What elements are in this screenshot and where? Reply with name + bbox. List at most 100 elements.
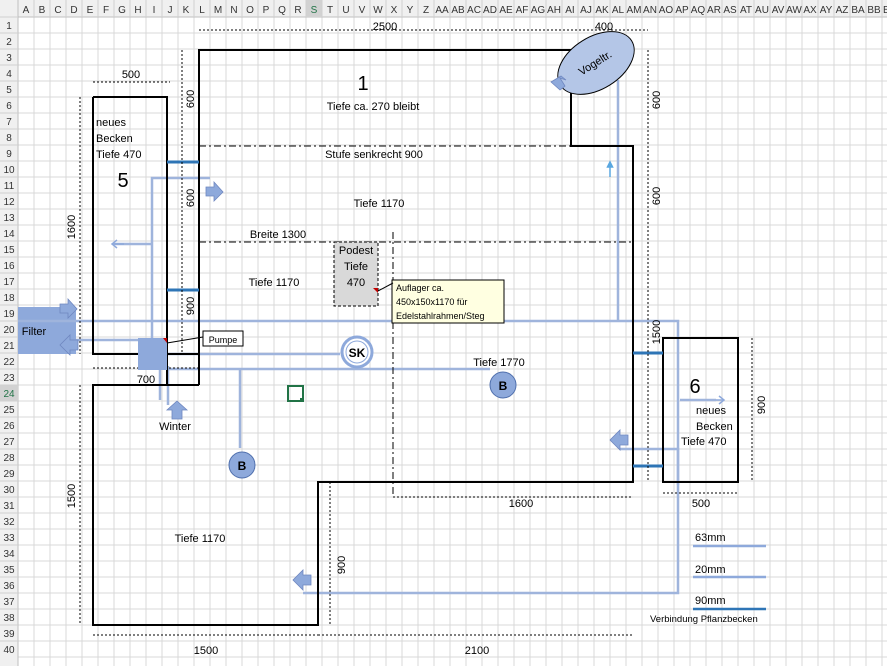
row-header-26[interactable]: 26 — [3, 421, 15, 432]
column-header-t[interactable]: T — [327, 5, 333, 16]
column-header-y[interactable]: Y — [407, 5, 414, 16]
selected-cell[interactable] — [287, 385, 304, 402]
column-header-q[interactable]: Q — [278, 5, 286, 16]
row-header-27[interactable]: 27 — [3, 437, 15, 448]
row-header-6[interactable]: 6 — [6, 101, 12, 112]
column-header-k[interactable]: K — [183, 5, 190, 16]
column-header-i[interactable]: I — [153, 5, 156, 16]
column-header-h[interactable]: H — [134, 5, 141, 16]
row-header-23[interactable]: 23 — [3, 373, 15, 384]
column-header-e[interactable]: E — [87, 5, 94, 16]
breite-1300: Breite 1300 — [250, 229, 306, 241]
column-header-ap[interactable]: AP — [675, 5, 689, 16]
row-header-33[interactable]: 33 — [3, 533, 15, 544]
column-header-au[interactable]: AU — [755, 5, 769, 16]
row-header-32[interactable]: 32 — [3, 517, 15, 528]
column-header-v[interactable]: V — [359, 5, 366, 16]
column-header-ar[interactable]: AR — [707, 5, 721, 16]
column-header-aw[interactable]: AW — [786, 5, 802, 16]
row-header-8[interactable]: 8 — [6, 133, 12, 144]
column-header-g[interactable]: G — [118, 5, 126, 16]
row-header-22[interactable]: 22 — [3, 357, 15, 368]
column-header-j[interactable]: J — [168, 5, 173, 16]
row-header-24[interactable]: 24 — [3, 389, 15, 400]
row-header-9[interactable]: 9 — [6, 149, 12, 160]
row-header-2[interactable]: 2 — [6, 37, 12, 48]
column-header-aj[interactable]: AJ — [580, 5, 592, 16]
column-header-af[interactable]: AF — [516, 5, 529, 16]
column-header-ae[interactable]: AE — [499, 5, 513, 16]
row-header-1[interactable]: 1 — [6, 21, 12, 32]
column-header-s[interactable]: S — [311, 5, 318, 16]
column-header-az[interactable]: AZ — [836, 5, 849, 16]
row-header-4[interactable]: 4 — [6, 69, 12, 80]
column-header-aa[interactable]: AA — [435, 5, 449, 16]
column-header-ax[interactable]: AX — [803, 5, 817, 16]
zone1-text: Tiefe ca. 270 bleibt — [327, 101, 420, 113]
column-header-w[interactable]: W — [373, 5, 383, 16]
column-header-f[interactable]: F — [103, 5, 109, 16]
row-header-7[interactable]: 7 — [6, 117, 12, 128]
row-header-19[interactable]: 19 — [3, 309, 15, 320]
row-header-40[interactable]: 40 — [3, 645, 15, 656]
row-header-21[interactable]: 21 — [3, 341, 15, 352]
column-header-ad[interactable]: AD — [483, 5, 497, 16]
column-header-m[interactable]: M — [214, 5, 222, 16]
row-header-15[interactable]: 15 — [3, 245, 15, 256]
row-header-30[interactable]: 30 — [3, 485, 15, 496]
row-header-39[interactable]: 39 — [3, 629, 15, 640]
column-header-b[interactable]: B — [39, 5, 46, 16]
column-header-at[interactable]: AT — [740, 5, 752, 16]
row-header-31[interactable]: 31 — [3, 501, 15, 512]
column-header-d[interactable]: D — [70, 5, 77, 16]
row-header-16[interactable]: 16 — [3, 261, 15, 272]
row-header-13[interactable]: 13 — [3, 213, 15, 224]
column-header-al[interactable]: AL — [612, 5, 625, 16]
row-header-20[interactable]: 20 — [3, 325, 15, 336]
row-header-37[interactable]: 37 — [3, 597, 15, 608]
column-header-l[interactable]: L — [199, 5, 205, 16]
column-header-am[interactable]: AM — [627, 5, 642, 16]
row-header-29[interactable]: 29 — [3, 469, 15, 480]
row-header-10[interactable]: 10 — [3, 165, 15, 176]
column-header-a[interactable]: A — [23, 5, 30, 16]
column-header-ah[interactable]: AH — [547, 5, 561, 16]
row-headers[interactable]: 1234567891011121314151617181920212223242… — [0, 0, 19, 666]
column-header-ai[interactable]: AI — [565, 5, 574, 16]
column-header-z[interactable]: Z — [423, 5, 429, 16]
column-header-n[interactable]: N — [230, 5, 237, 16]
row-header-28[interactable]: 28 — [3, 453, 15, 464]
column-header-u[interactable]: U — [342, 5, 349, 16]
row-header-14[interactable]: 14 — [3, 229, 15, 240]
column-header-ac[interactable]: AC — [467, 5, 481, 16]
row-header-36[interactable]: 36 — [3, 581, 15, 592]
column-header-c[interactable]: C — [54, 5, 61, 16]
row-header-38[interactable]: 38 — [3, 613, 15, 624]
column-header-ba[interactable]: BA — [851, 5, 865, 16]
column-header-ab[interactable]: AB — [451, 5, 465, 16]
column-header-ao[interactable]: AO — [659, 5, 674, 16]
row-header-34[interactable]: 34 — [3, 549, 15, 560]
column-header-aq[interactable]: AQ — [691, 5, 706, 16]
row-header-3[interactable]: 3 — [6, 53, 12, 64]
column-header-p[interactable]: P — [263, 5, 270, 16]
column-header-as[interactable]: AS — [723, 5, 737, 16]
column-header-bb[interactable]: BB — [867, 5, 881, 16]
row-header-11[interactable]: 11 — [4, 181, 15, 192]
column-header-r[interactable]: R — [294, 5, 301, 16]
column-header-x[interactable]: X — [391, 5, 398, 16]
column-header-bc[interactable]: BC — [883, 5, 887, 16]
column-header-o[interactable]: O — [246, 5, 254, 16]
column-header-ay[interactable]: AY — [820, 5, 833, 16]
column-header-ak[interactable]: AK — [595, 5, 609, 16]
row-header-5[interactable]: 5 — [6, 85, 12, 96]
column-header-av[interactable]: AV — [772, 5, 785, 16]
row-header-12[interactable]: 12 — [3, 197, 15, 208]
row-header-35[interactable]: 35 — [3, 565, 15, 576]
row-header-17[interactable]: 17 — [3, 277, 15, 288]
column-header-an[interactable]: AN — [643, 5, 657, 16]
row-header-25[interactable]: 25 — [3, 405, 15, 416]
column-header-ag[interactable]: AG — [531, 5, 546, 16]
row-header-18[interactable]: 18 — [3, 293, 15, 304]
